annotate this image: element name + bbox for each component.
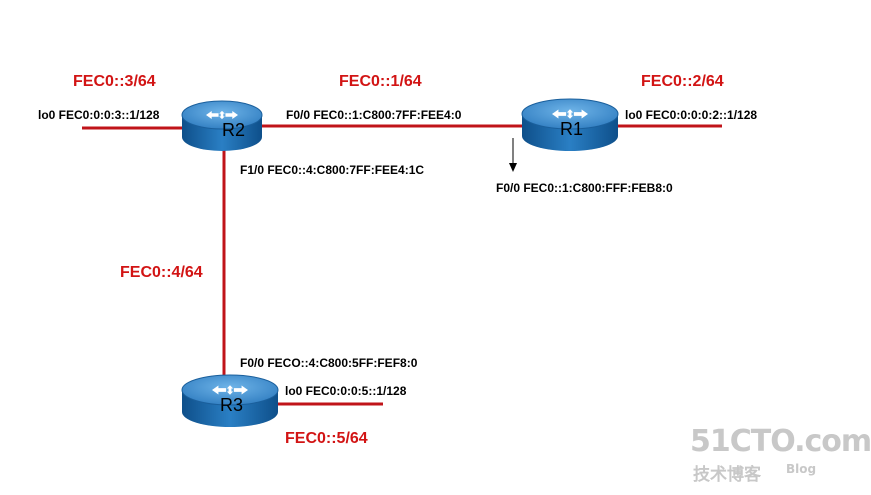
watermark-blog: Blog xyxy=(786,462,817,476)
subnet-r3-loopback: FEC0::5/64 xyxy=(285,430,368,447)
watermark-tagline: 技术博客 xyxy=(693,465,761,485)
network-topology-diagram xyxy=(82,98,722,427)
subnet-r1-r2-link: FEC0::1/64 xyxy=(339,73,422,90)
router-r3-icon[interactable] xyxy=(181,374,279,427)
r2-lo0-address: lo0 FEC0:0:0:3::1/128 xyxy=(38,108,160,122)
router-r1-label: R1 xyxy=(560,119,584,139)
subnet-r2-r3-link: FEC0::4/64 xyxy=(120,264,203,281)
r1-lo0-address: lo0 FEC0:0:0:0:2::1/128 xyxy=(625,108,758,122)
router-r3-label: R3 xyxy=(220,395,244,415)
r3-f00-address: F0/0 FECO::4:C800:5FF:FEF8:0 xyxy=(240,356,418,370)
r1-interface-pointer-head xyxy=(509,163,517,172)
subnet-r1-loopback: FEC0::2/64 xyxy=(641,73,724,90)
router-r2-label: R2 xyxy=(222,120,246,140)
r2-f00-address: F0/0 FEC0::1:C800:7FF:FEE4:0 xyxy=(286,108,462,122)
router-r2-icon[interactable] xyxy=(181,100,263,151)
r1-f00-address: F0/0 FEC0::1:C800:FFF:FEB8:0 xyxy=(496,181,673,195)
watermark-site: 51CTO.com xyxy=(690,424,871,459)
r2-f10-address: F1/0 FEC0::4:C800:7FF:FEE4:1C xyxy=(240,163,425,177)
subnet-r2-loopback: FEC0::3/64 xyxy=(73,73,156,90)
r3-lo0-address: lo0 FEC0:0:0:5::1/128 xyxy=(285,384,407,398)
router-r1-icon[interactable] xyxy=(521,98,619,151)
